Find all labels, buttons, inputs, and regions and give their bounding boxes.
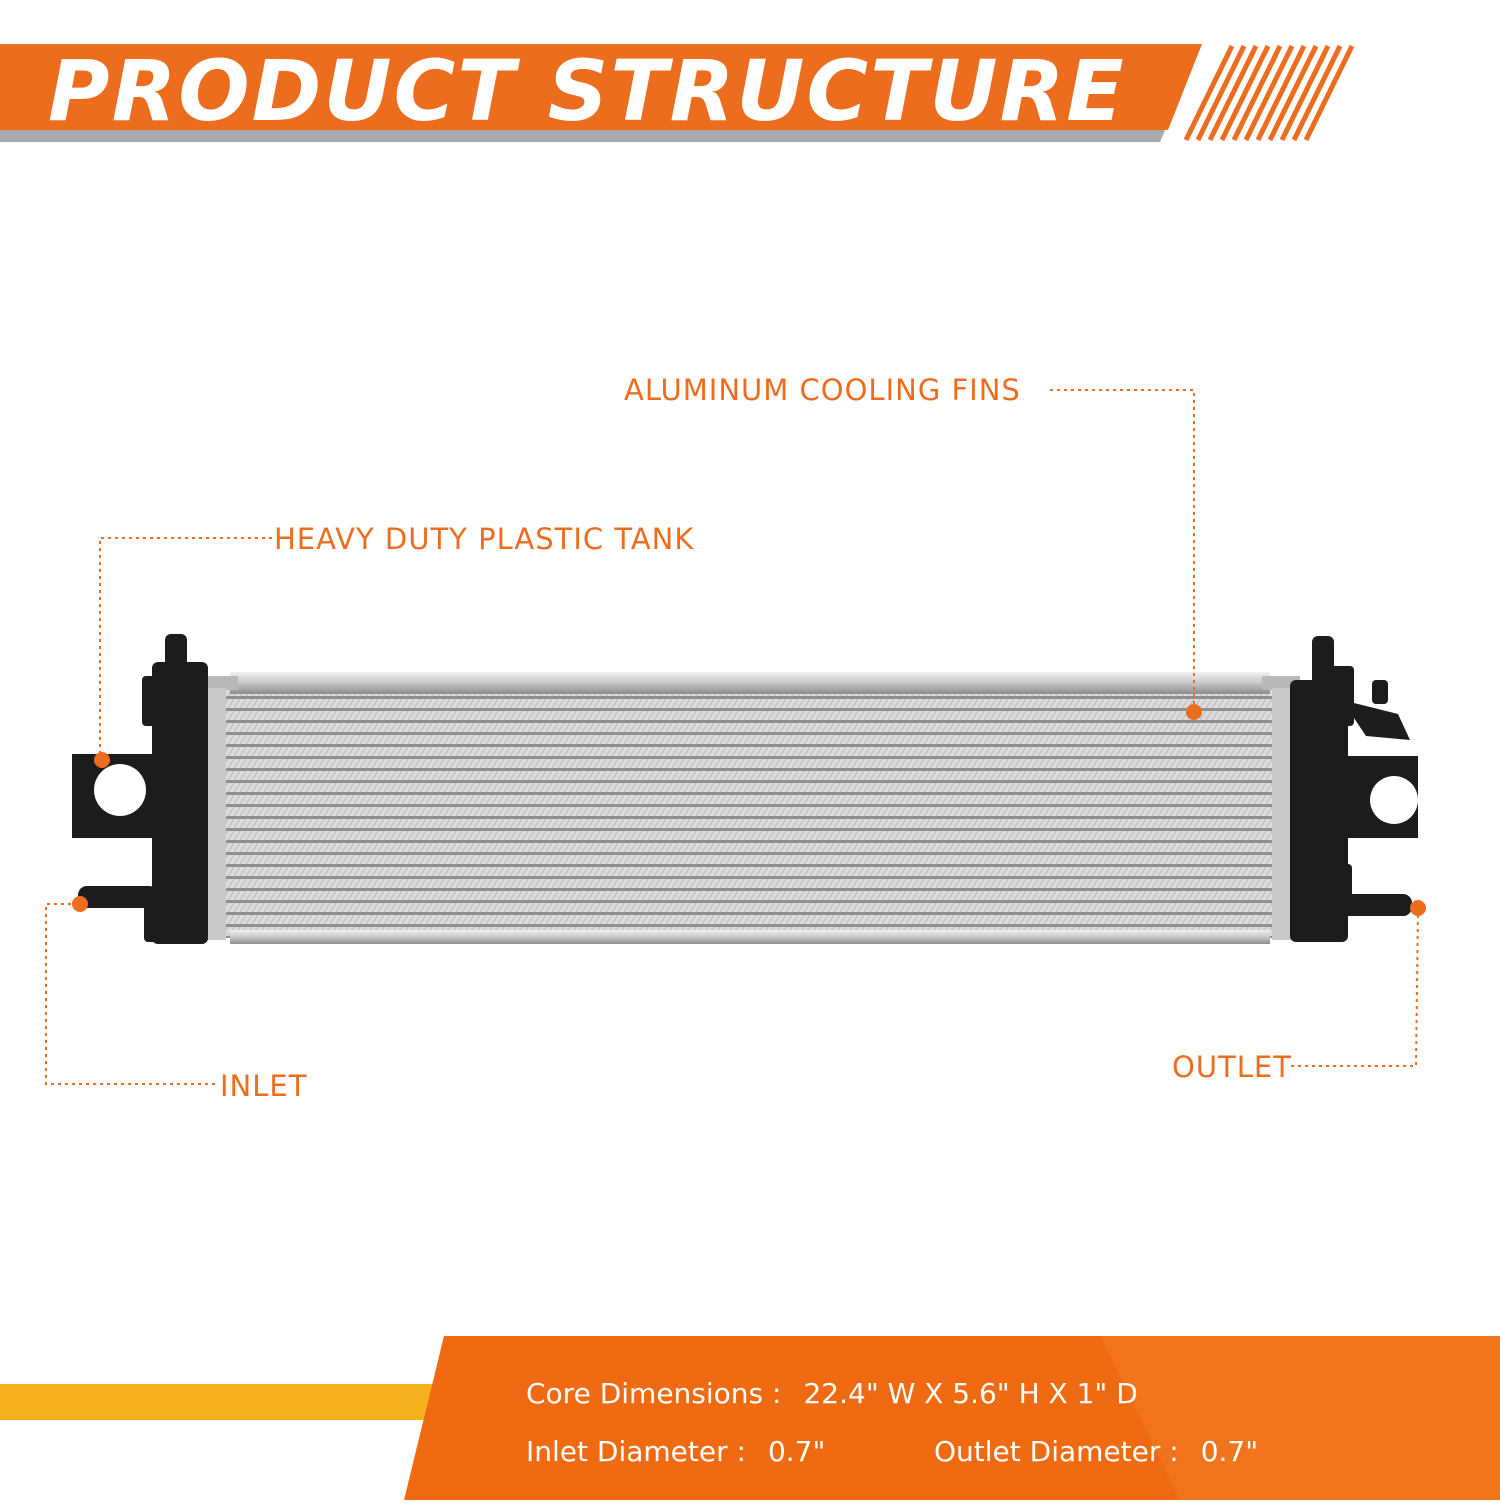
callout-outlet: OUTLET xyxy=(1172,1050,1292,1084)
callout-aluminum-cooling-fins: ALUMINUM COOLING FINS xyxy=(624,373,1021,407)
right-plastic-tank xyxy=(1290,636,1418,942)
spec-outlet-value: 0.7" xyxy=(1200,1435,1259,1468)
spec-core-dimensions: Core Dimensions : 22.4" W X 5.6" H X 1" D xyxy=(526,1378,1138,1410)
specs-band-shape xyxy=(0,1336,1500,1500)
spec-inlet-label: Inlet Diameter : xyxy=(526,1435,746,1468)
header-banner-shape xyxy=(0,44,1355,142)
header-banner: PRODUCT STRUCTURE xyxy=(0,0,1500,160)
spec-inlet-diameter: Inlet Diameter : 0.7" xyxy=(526,1436,825,1468)
spec-core-label: Core Dimensions : xyxy=(526,1377,782,1410)
spec-inlet-value: 0.7" xyxy=(767,1435,826,1468)
header-stripes xyxy=(1183,44,1355,142)
callout-leaders xyxy=(45,389,1419,1085)
spec-outlet-label: Outlet Diameter : xyxy=(934,1435,1179,1468)
left-plastic-tank xyxy=(72,634,208,944)
spec-outlet-diameter: Outlet Diameter : 0.7" xyxy=(934,1436,1258,1468)
radiator-core xyxy=(200,672,1300,944)
page-title: PRODUCT STRUCTURE xyxy=(48,42,1126,140)
spec-core-value: 22.4" W X 5.6" H X 1" D xyxy=(803,1377,1138,1410)
specs-band xyxy=(0,1336,1500,1500)
callout-heavy-duty-plastic-tank: HEAVY DUTY PLASTIC TANK xyxy=(274,522,695,556)
yellow-stripe xyxy=(0,1384,440,1420)
callout-inlet: INLET xyxy=(220,1069,308,1103)
callout-dots xyxy=(72,704,1426,916)
